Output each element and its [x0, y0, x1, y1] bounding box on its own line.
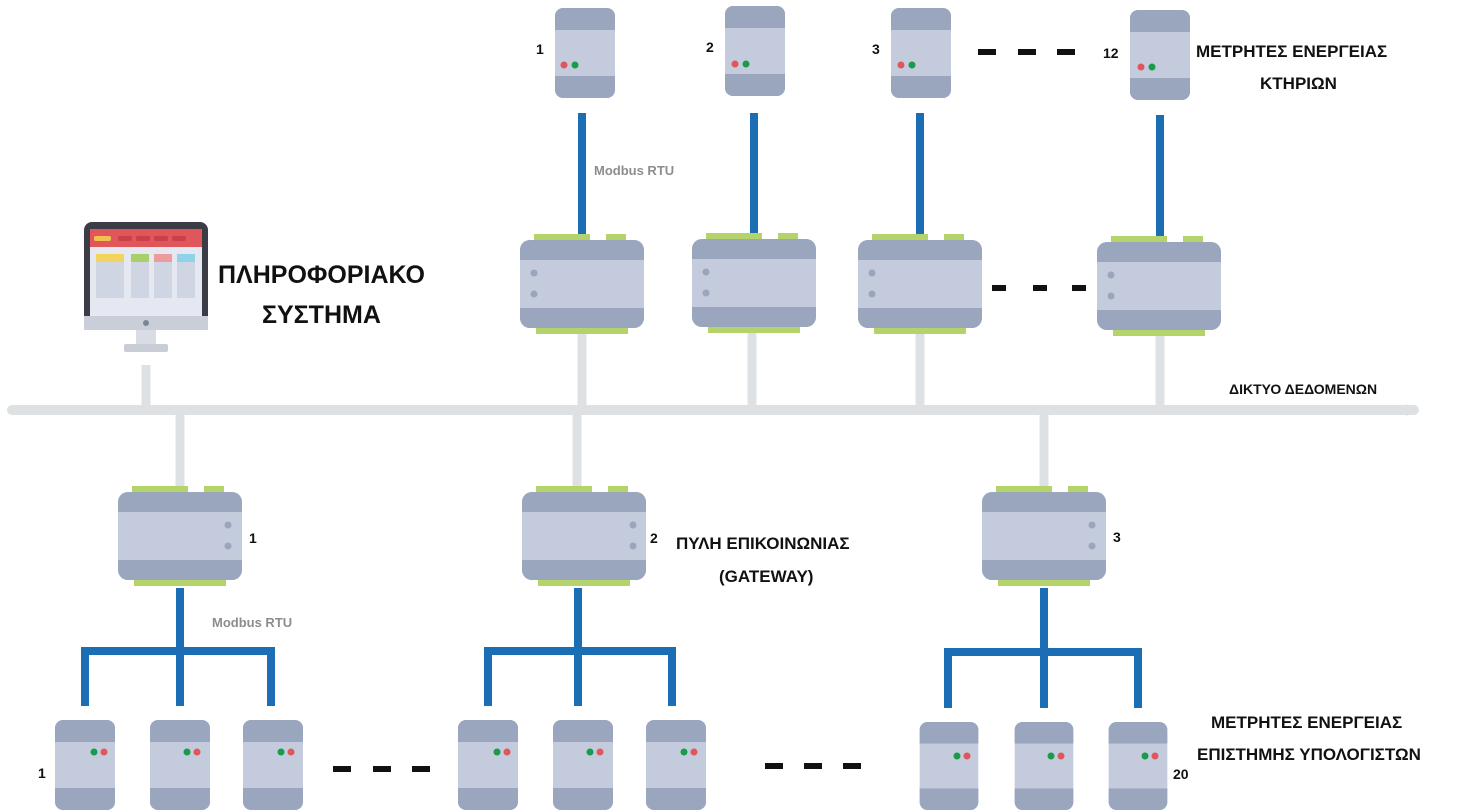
- ellipsis-dashes-bottom-2: [765, 763, 861, 769]
- meter-number: 3: [872, 41, 880, 57]
- gateway-module-icon: [520, 234, 644, 334]
- cs-meter: [646, 720, 706, 810]
- ellipsis-dashes-top-gateways: [992, 285, 1086, 291]
- cs-meter: [919, 722, 979, 810]
- gateway-label-line2: (GATEWAY): [719, 567, 813, 586]
- meter-number-first: 1: [38, 765, 46, 781]
- cs-meter: [243, 720, 303, 810]
- rs485-links-top: [578, 113, 1164, 240]
- building-meters-label-line2: ΚΤΗΡΙΩΝ: [1260, 74, 1337, 93]
- gateway-module-icon: [692, 233, 816, 333]
- monitor-icon: [84, 222, 208, 352]
- ellipsis-dashes-top-meters: [978, 49, 1075, 55]
- meter-number: 12: [1103, 45, 1119, 61]
- cs-meter: [458, 720, 518, 810]
- cs-meter: [1108, 722, 1168, 810]
- gateway-module-icon: 1: [118, 486, 257, 586]
- cs-meters-label-line1: ΜΕΤΡΗΤΕΣ ΕΝΕΡΓΕΙΑΣ: [1211, 713, 1402, 732]
- gateway-number: 1: [249, 530, 257, 546]
- gateway-number: 2: [650, 530, 658, 546]
- gateway-label-line1: ΠΥΛΗ ΕΠΙΚΟΙΝΩΝΙΑΣ: [676, 534, 850, 553]
- info-system-label-line1: ΠΛΗΡΟΦΟΡΙΑΚΟ: [218, 261, 425, 289]
- gateway-number: 3: [1113, 529, 1121, 545]
- cs-meter-group-1: 1: [38, 720, 303, 810]
- cs-meter: [150, 720, 210, 810]
- building-meter: 1: [536, 8, 615, 98]
- protocol-label-bottom: Modbus RTU: [212, 615, 292, 630]
- gateway-module-icon: 2: [522, 486, 658, 586]
- gateway-module-icon: [858, 234, 982, 334]
- gateway-module-icon: 3: [982, 486, 1121, 586]
- meter-number: 2: [706, 39, 714, 55]
- building-meter: 2: [706, 6, 785, 96]
- cs-meter: [1014, 722, 1074, 810]
- data-network-bus: [7, 328, 1419, 488]
- data-network-label: ΔΙΚΤΥΟ ΔΕΔΟΜΕΝΩΝ: [1229, 381, 1377, 397]
- building-meter: 3: [872, 8, 951, 98]
- ellipsis-dashes-bottom-1: [333, 766, 430, 772]
- gateway-module-icon: [1097, 236, 1221, 336]
- protocol-label-top: Modbus RTU: [594, 163, 674, 178]
- building-meter: 12: [1103, 10, 1190, 100]
- building-meters-label-line1: ΜΕΤΡΗΤΕΣ ΕΝΕΡΓΕΙΑΣ: [1196, 42, 1387, 61]
- info-system-label-line2: ΣΥΣΤΗΜΑ: [262, 301, 381, 329]
- cs-meters-label-line2: ΕΠΙΣΤΗΜΗΣ ΥΠΟΛΟΓΙΣΤΩΝ: [1197, 745, 1421, 764]
- meter-number-last: 20: [1173, 766, 1189, 782]
- rs485-links-bottom: [81, 588, 1142, 708]
- cs-meter-group-2: [458, 720, 706, 810]
- cs-meter: [55, 720, 115, 810]
- meter-number: 1: [536, 41, 544, 57]
- cs-meter: [553, 720, 613, 810]
- cs-meter-group-3: 20: [919, 722, 1189, 810]
